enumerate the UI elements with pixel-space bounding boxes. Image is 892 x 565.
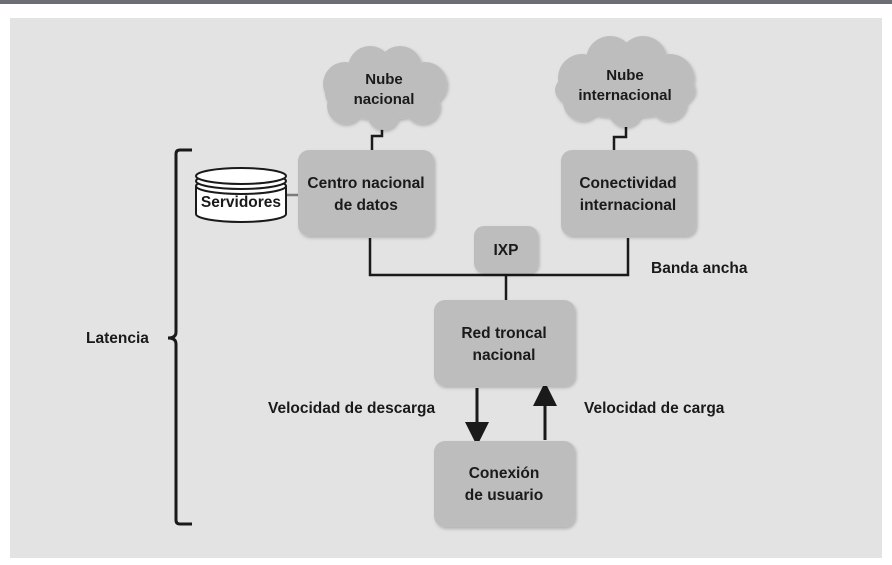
national-backbone-label-2: nacional [473, 347, 536, 364]
connector-lines [286, 126, 630, 300]
national-cloud-label-2: nacional [354, 91, 415, 108]
user-connection-box [434, 441, 575, 527]
national-datacenter-label-2: de datos [334, 197, 398, 214]
user-connection-label-1: Conexión [469, 465, 540, 482]
national-datacenter-label-1: Centro nacional [307, 175, 424, 192]
national-datacenter-box [298, 150, 434, 236]
ixp-label: IXP [494, 242, 519, 259]
ixp-bus-line [368, 238, 630, 277]
international-cloud [555, 36, 695, 127]
broadband-label: Banda ancha [651, 260, 748, 277]
national-backbone-box [434, 300, 575, 386]
ixp-box [474, 226, 538, 273]
national-cloud-link [370, 126, 384, 150]
international-connectivity-box [561, 150, 696, 236]
servers-label: Servidores [201, 194, 281, 211]
international-cloud-label-2: internacional [578, 87, 671, 104]
national-cloud [323, 46, 447, 130]
servers-database-icon [195, 167, 287, 223]
user-connection-label-2: de usuario [465, 487, 543, 504]
latency-label: Latencia [86, 330, 149, 347]
national-backbone-label-1: Red troncal [461, 325, 546, 342]
upload-speed-label: Velocidad de carga [584, 400, 725, 417]
international-cloud-link [612, 127, 628, 150]
national-cloud-label-1: Nube [365, 71, 403, 88]
latency-bracket [167, 148, 192, 526]
international-connectivity-label-1: Conectividad [579, 175, 676, 192]
top-rule [0, 0, 892, 4]
international-cloud-label-1: Nube [606, 67, 644, 84]
download-speed-label: Velocidad de descarga [268, 400, 436, 417]
international-connectivity-label-2: internacional [580, 197, 676, 214]
